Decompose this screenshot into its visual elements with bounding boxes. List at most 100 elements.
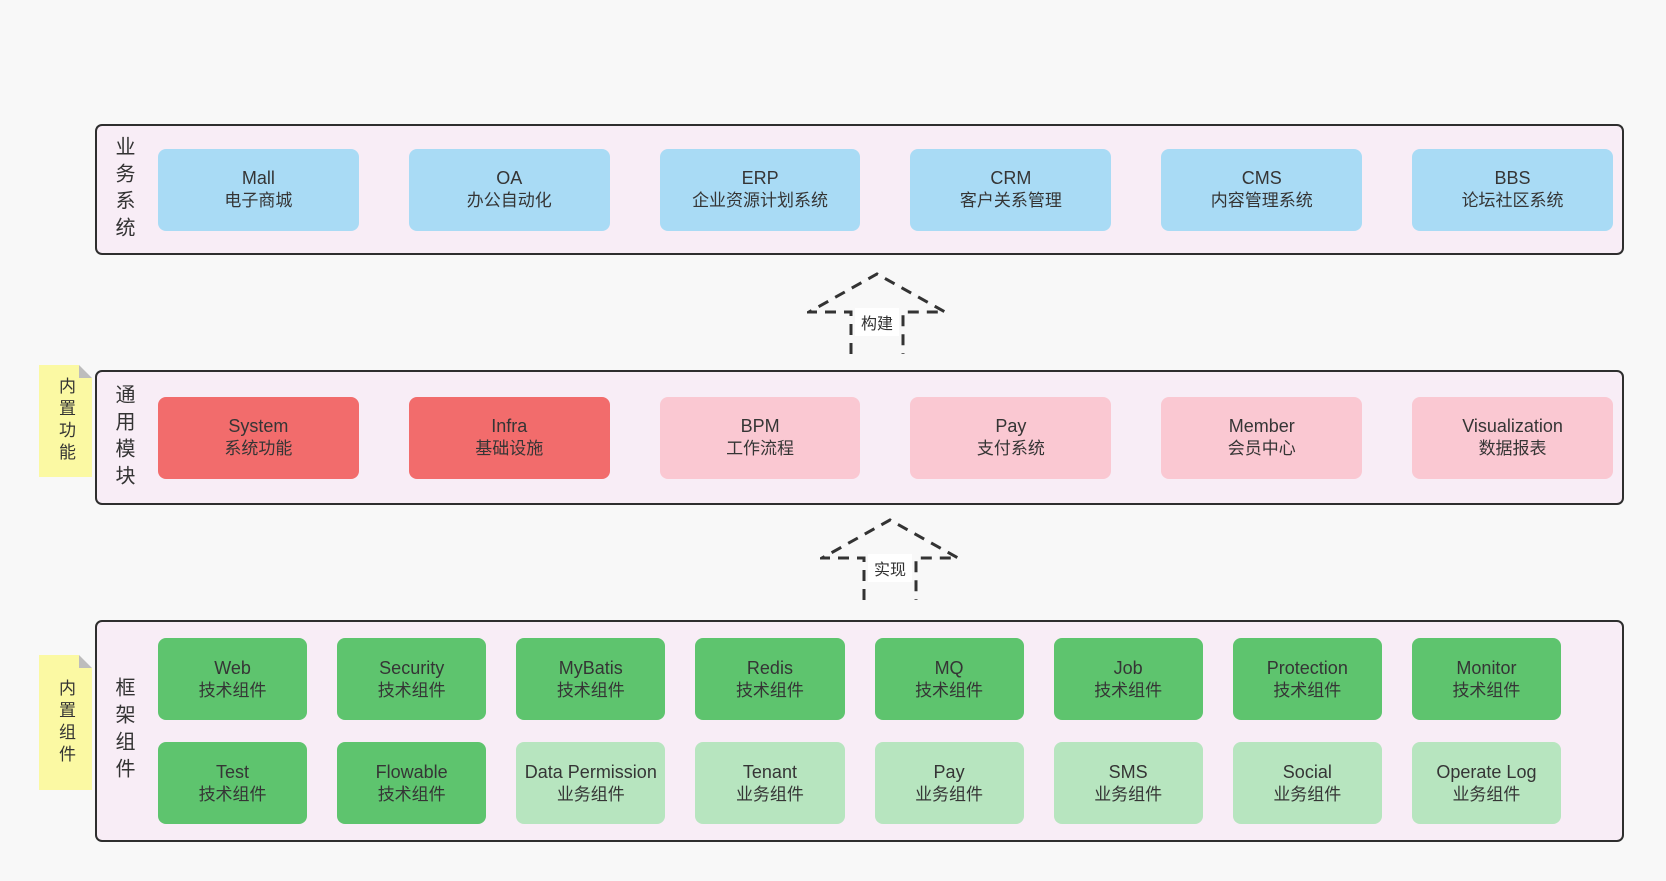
box-title: Mall: [241, 168, 275, 189]
component-band-label: 框架组件: [112, 677, 134, 785]
box-subtitle: 支付系统: [976, 439, 1045, 459]
component-box-monitor: Monitor 技术组件: [1411, 638, 1561, 720]
business-systems-band: 业务系统 Mall 电子商城 OA 办公自动化 ERP 企业资源计划系统 CRM…: [95, 124, 1624, 255]
box-subtitle: 数据报表: [1478, 439, 1547, 459]
box-subtitle: 技术组件: [1273, 680, 1342, 700]
implement-arrow-label: 实现: [867, 554, 913, 582]
box-subtitle: 技术组件: [1094, 680, 1163, 700]
box-title: Infra: [491, 416, 528, 437]
box-subtitle: 业务组件: [1094, 784, 1163, 804]
component-box-data-permission: Data Permission 业务组件: [516, 742, 666, 824]
builtin-components-sticky: 内置组件: [39, 655, 92, 790]
box-title: Social: [1282, 761, 1332, 782]
box-title: Operate Log: [1436, 761, 1537, 782]
component-box-operate-log: Operate Log 业务组件: [1411, 742, 1561, 824]
module-box-pay: Pay 支付系统: [910, 396, 1112, 479]
box-title: MyBatis: [558, 657, 623, 678]
box-subtitle: 业务组件: [915, 784, 984, 804]
module-band-label: 通用模块: [112, 383, 134, 492]
box-title: Redis: [746, 657, 793, 678]
box-title: Protection: [1266, 657, 1348, 678]
box-title: System: [228, 416, 289, 437]
box-title: Security: [379, 657, 445, 678]
box-subtitle: 业务组件: [556, 784, 625, 804]
box-subtitle: 会员中心: [1227, 439, 1296, 459]
sticky-label: 内置功能: [56, 377, 75, 465]
builtin-functions-sticky: 内置功能: [39, 365, 92, 477]
component-boxes: Web 技术组件 Security 技术组件 MyBatis 技术组件 Redi…: [158, 638, 1561, 824]
box-title: OA: [496, 168, 523, 189]
module-boxes: System 系统功能 Infra 基础设施 BPM 工作流程 Pay 支付系统…: [158, 396, 1613, 479]
box-subtitle: 技术组件: [377, 784, 446, 804]
box-subtitle: 基础设施: [475, 439, 544, 459]
common-modules-band: 通用模块 System 系统功能 Infra 基础设施 BPM 工作流程 Pay…: [95, 370, 1624, 505]
box-subtitle: 业务组件: [1273, 784, 1342, 804]
box-subtitle: 电子商城: [224, 191, 293, 211]
business-box-mall: Mall 电子商城: [158, 148, 359, 231]
business-box-crm: CRM 客户关系管理: [910, 148, 1112, 231]
box-title: BPM: [740, 416, 780, 437]
component-box-redis: Redis 技术组件: [695, 638, 845, 720]
box-subtitle: 技术组件: [735, 680, 804, 700]
box-title: Tenant: [742, 761, 797, 782]
box-title: Job: [1113, 657, 1143, 678]
up-arrow-icon: [807, 272, 947, 354]
box-subtitle: 技术组件: [198, 680, 267, 700]
box-title: Member: [1228, 416, 1295, 437]
box-title: Pay: [995, 416, 1027, 437]
implement-arrow: 实现: [820, 518, 960, 602]
component-box-test: Test 技术组件: [158, 742, 308, 824]
box-title: Pay: [933, 761, 965, 782]
box-subtitle: 技术组件: [198, 784, 267, 804]
component-box-sms: SMS 业务组件: [1053, 742, 1203, 824]
box-title: CMS: [1241, 168, 1282, 189]
box-title: Test: [216, 761, 250, 782]
box-subtitle: 内容管理系统: [1210, 191, 1313, 211]
box-subtitle: 技术组件: [377, 680, 446, 700]
box-subtitle: 业务组件: [735, 784, 804, 804]
box-title: Visualization: [1462, 416, 1563, 437]
box-title: ERP: [741, 168, 779, 189]
up-arrow-icon: [820, 518, 960, 600]
box-subtitle: 论坛社区系统: [1461, 191, 1564, 211]
component-box-job: Job 技术组件: [1053, 638, 1203, 720]
component-box-security: Security 技术组件: [337, 638, 487, 720]
business-box-oa: OA 办公自动化: [408, 148, 610, 231]
box-subtitle: 技术组件: [1452, 680, 1521, 700]
box-title: MQ: [934, 657, 964, 678]
module-box-infra: Infra 基础设施: [408, 396, 610, 479]
component-box-web: Web 技术组件: [158, 638, 308, 720]
sticky-label: 内置组件: [56, 678, 75, 767]
component-box-mybatis: MyBatis 技术组件: [516, 638, 666, 720]
framework-components-band: 框架组件 Web 技术组件 Security 技术组件 MyBatis 技术组件…: [95, 620, 1624, 842]
box-subtitle: 办公自动化: [466, 191, 552, 211]
box-title: CRM: [990, 168, 1032, 189]
business-band-label: 业务系统: [112, 135, 134, 244]
build-arrow-label: 构建: [854, 308, 900, 336]
component-box-pay: Pay 业务组件: [874, 742, 1024, 824]
component-box-tenant: Tenant 业务组件: [695, 742, 845, 824]
module-box-visualization: Visualization 数据报表: [1412, 396, 1613, 479]
box-title: Web: [214, 657, 251, 678]
component-box-social: Social 业务组件: [1232, 742, 1382, 824]
component-box-protection: Protection 技术组件: [1232, 638, 1382, 720]
box-title: Data Permission: [524, 761, 657, 782]
business-box-cms: CMS 内容管理系统: [1161, 148, 1363, 231]
box-title: Monitor: [1456, 657, 1517, 678]
component-box-mq: MQ 技术组件: [874, 638, 1024, 720]
business-box-erp: ERP 企业资源计划系统: [659, 148, 861, 231]
box-subtitle: 系统功能: [224, 439, 293, 459]
box-subtitle: 工作流程: [726, 439, 795, 459]
box-subtitle: 技术组件: [556, 680, 625, 700]
box-subtitle: 企业资源计划系统: [692, 191, 829, 211]
business-box-bbs: BBS 论坛社区系统: [1412, 148, 1613, 231]
build-arrow: 构建: [807, 272, 947, 356]
business-boxes: Mall 电子商城 OA 办公自动化 ERP 企业资源计划系统 CRM 客户关系…: [158, 148, 1613, 231]
component-box-flowable: Flowable 技术组件: [337, 742, 487, 824]
box-subtitle: 技术组件: [915, 680, 984, 700]
box-subtitle: 业务组件: [1452, 784, 1521, 804]
module-box-system: System 系统功能: [158, 396, 359, 479]
module-box-member: Member 会员中心: [1161, 396, 1363, 479]
module-box-bpm: BPM 工作流程: [659, 396, 861, 479]
